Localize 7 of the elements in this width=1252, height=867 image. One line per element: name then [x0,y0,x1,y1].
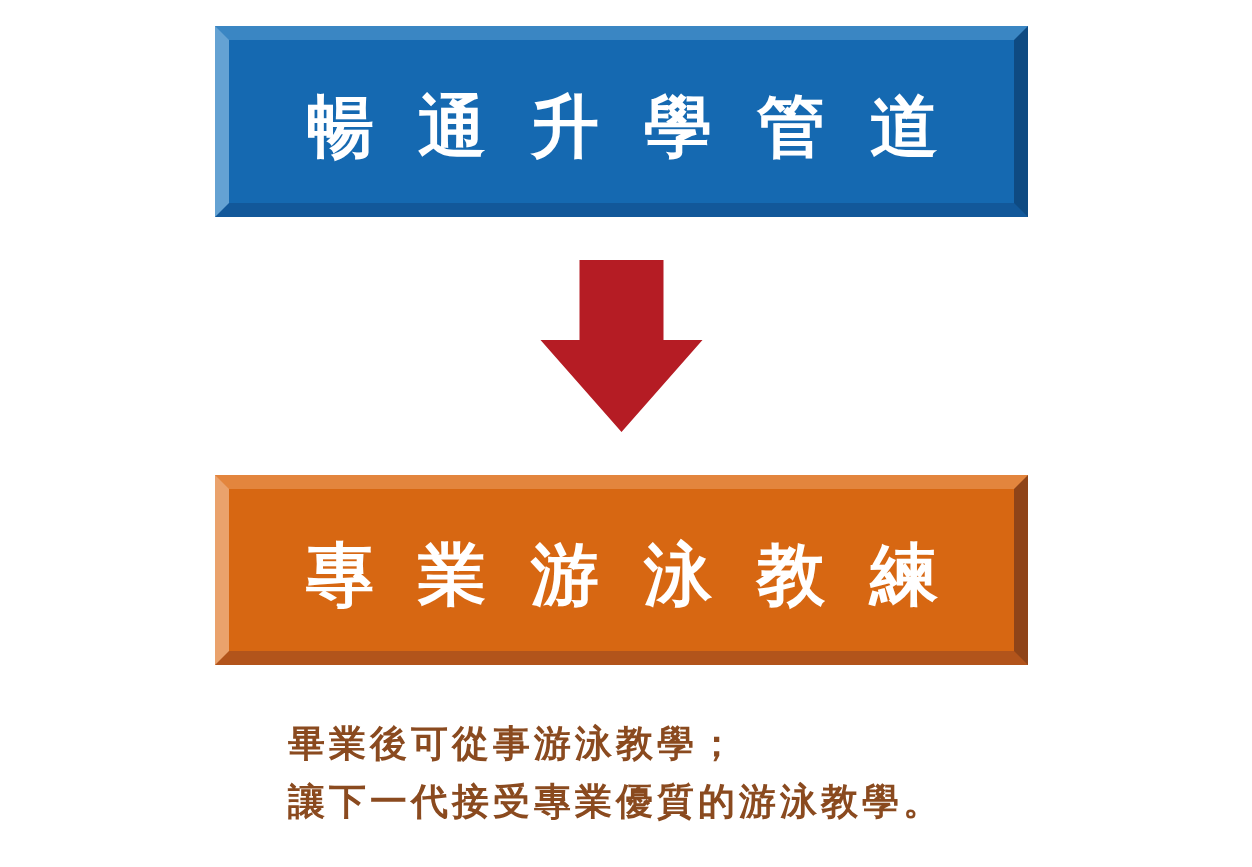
heading-text: 暢通升學管道 [305,90,938,163]
note-text: 畢業後可從事游泳教學； [288,722,739,767]
beveled-box [215,26,1028,217]
heading-text: 專業游泳教練 [305,539,938,611]
note-text: 讓下一代接受專業優質的游泳教學。 [288,780,944,825]
arrow [540,260,703,432]
beveled-box [215,475,1028,665]
